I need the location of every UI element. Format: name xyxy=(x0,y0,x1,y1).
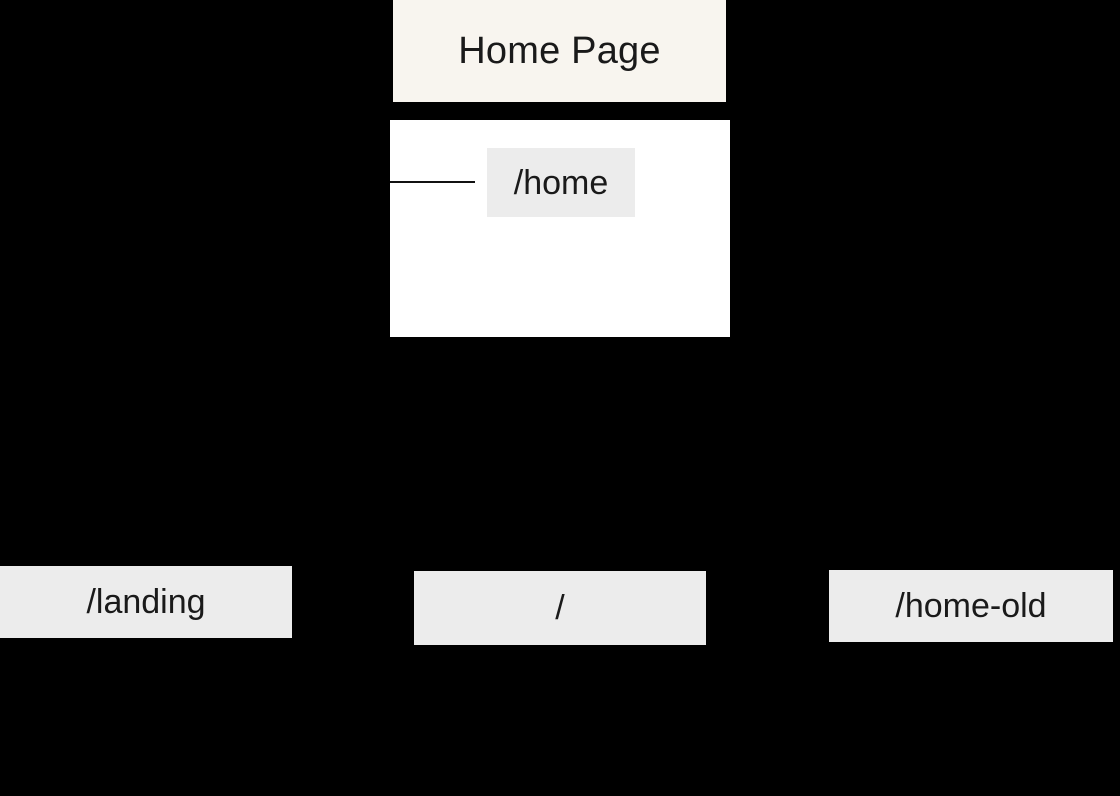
connector-line-icon xyxy=(390,181,475,183)
detail-panel: /home xyxy=(390,120,730,337)
route-chip-landing-label: /landing xyxy=(86,583,206,621)
route-chip-home-old-label: /home-old xyxy=(895,587,1047,625)
route-chip-home-old[interactable]: /home-old xyxy=(829,570,1113,642)
title-card-label: Home Page xyxy=(458,30,661,72)
route-chip-root[interactable]: / xyxy=(414,571,706,645)
route-chip-home-label: /home xyxy=(513,163,609,202)
route-chip-landing[interactable]: /landing xyxy=(0,566,292,638)
route-chip-home[interactable]: /home xyxy=(487,148,635,217)
title-card[interactable]: Home Page xyxy=(393,0,726,102)
route-chip-root-label: / xyxy=(555,589,565,627)
